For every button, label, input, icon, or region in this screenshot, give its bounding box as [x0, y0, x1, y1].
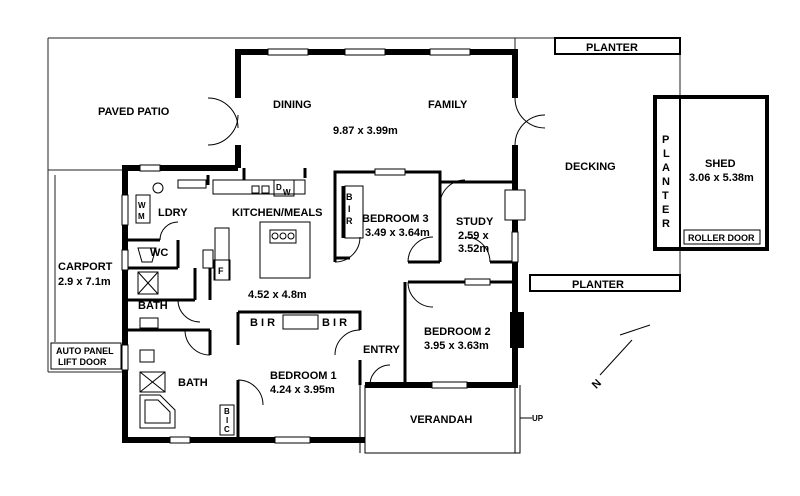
label-bir-left: B I R	[250, 317, 275, 329]
label-carport: CARPORT	[58, 261, 113, 273]
label-study: STUDY	[456, 216, 494, 228]
label-bir-vertical: B I R	[346, 192, 353, 226]
label-bedroom3-dims: 3.49 x 3.64m	[365, 227, 430, 239]
svg-text:N: N	[662, 176, 670, 188]
label-roller-door: ROLLER DOOR	[688, 233, 755, 243]
label-dining: DINING	[273, 99, 312, 111]
kitchen-island	[259, 221, 311, 279]
label-up: UP	[532, 414, 544, 423]
label-wc: WC	[150, 247, 168, 259]
label-auto-panel-1: AUTO PANEL	[56, 346, 114, 356]
label-wm-m: M	[138, 212, 145, 221]
label-bedroom1-dims: 4.24 x 3.95m	[270, 384, 335, 396]
svg-text:L: L	[663, 148, 670, 160]
svg-text:B: B	[224, 407, 230, 416]
svg-text:E: E	[662, 204, 669, 216]
label-bedroom1: BEDROOM 1	[270, 370, 337, 382]
verandah-structure	[359, 385, 532, 454]
windows	[121, 48, 526, 444]
planter-top-box	[554, 37, 681, 55]
label-family-dims: 9.87 x 3.99m	[333, 125, 398, 137]
svg-text:I: I	[348, 204, 351, 214]
label-decking: DECKING	[565, 161, 616, 173]
svg-text:B: B	[346, 192, 353, 202]
svg-text:R: R	[662, 218, 670, 230]
label-bir-right: B I R	[322, 317, 347, 329]
label-planter-mid: PLANTER	[572, 279, 624, 291]
label-bedroom3: BEDROOM 3	[362, 213, 429, 225]
labels: PAVED PATIO DINING FAMILY 9.87 x 3.99m D…	[50, 42, 755, 434]
label-kitchen-dims: 4.52 x 4.8m	[248, 289, 307, 301]
svg-text:I: I	[226, 416, 228, 425]
label-auto-panel-2: LIFT DOOR	[58, 357, 107, 367]
label-dw-d: D	[276, 183, 282, 192]
label-kitchen: KITCHEN/MEALS	[232, 207, 322, 219]
label-study-dims-2: 3.52m	[458, 243, 489, 255]
label-family: FAMILY	[428, 99, 468, 111]
label-patio: PAVED PATIO	[98, 106, 170, 118]
svg-text:P: P	[662, 134, 669, 146]
planter-mid-box	[529, 274, 681, 292]
label-shed: SHED	[705, 158, 736, 170]
label-verandah: VERANDAH	[410, 414, 472, 426]
svg-text:C: C	[224, 425, 230, 434]
label-planter-top: PLANTER	[586, 42, 638, 54]
outbuildings	[529, 37, 769, 292]
label-entry: ENTRY	[363, 344, 401, 356]
fireplace	[510, 312, 524, 348]
svg-text:T: T	[662, 190, 669, 202]
north-arrow	[599, 324, 651, 376]
shed-box	[653, 95, 769, 251]
label-study-dims-1: 2.59 x	[458, 230, 489, 242]
label-fridge: F	[218, 266, 224, 276]
label-dw-w: W	[283, 188, 291, 197]
label-bath: BATH	[178, 377, 208, 389]
svg-text:A: A	[662, 162, 670, 174]
label-north: N	[590, 377, 604, 391]
label-bath-small: BATH	[138, 300, 168, 312]
door-swings	[159, 97, 546, 406]
label-ldry: LDRY	[158, 207, 188, 219]
svg-text:R: R	[346, 216, 353, 226]
label-bedroom2: BEDROOM 2	[424, 326, 491, 338]
label-carport-dims: 2.9 x 7.1m	[58, 276, 111, 288]
kitchen-fittings	[135, 179, 364, 436]
label-bic-vertical: B I C	[224, 407, 230, 434]
label-bedroom2-dims: 3.95 x 3.63m	[424, 340, 489, 352]
auto-panel-box	[50, 342, 122, 370]
label-wm-w: W	[138, 201, 146, 210]
interior-walls	[125, 168, 515, 440]
roller-door-box	[683, 229, 761, 245]
label-shed-dims: 3.06 x 5.38m	[689, 172, 754, 184]
label-planter-vertical: P L A N T E R	[662, 134, 670, 230]
